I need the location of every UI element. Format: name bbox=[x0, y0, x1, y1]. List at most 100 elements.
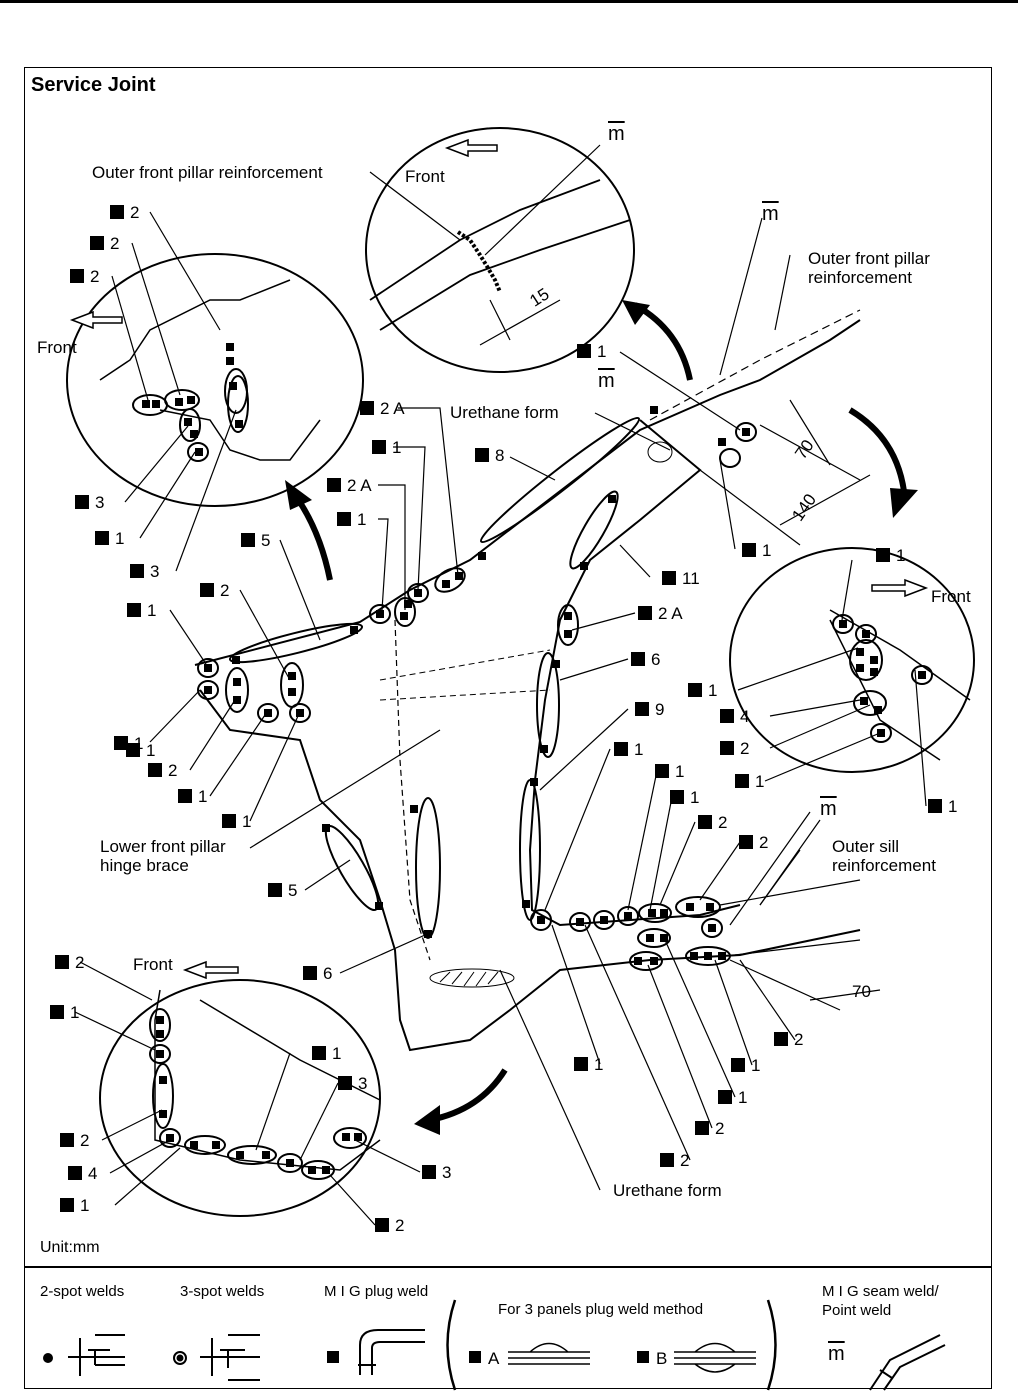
weld-callout-text: 1 bbox=[357, 510, 367, 529]
mig-plug-square-icon bbox=[635, 702, 649, 716]
diagram-title: Service Joint bbox=[31, 74, 156, 96]
weld-callout-text: 1 bbox=[147, 601, 157, 620]
legend-3spot-label: 3-spot welds bbox=[180, 1283, 265, 1300]
seam-symbol-mid: m bbox=[598, 370, 615, 392]
weld-callout-text: 1 bbox=[675, 762, 685, 781]
weld-callout: 1 bbox=[127, 602, 156, 619]
weld-callout: 1 bbox=[337, 511, 366, 528]
mig-plug-square-icon bbox=[303, 966, 317, 980]
weld-callout-text: 2 A bbox=[347, 476, 372, 495]
label-lower-front-pillar-1: Lower front pillar bbox=[100, 837, 226, 856]
mig-plug-square-icon bbox=[718, 1090, 732, 1104]
legend-a-icon bbox=[508, 1342, 590, 1365]
seam-symbol-upper: m bbox=[762, 203, 779, 225]
front-arrow-top bbox=[444, 138, 498, 158]
weld-callout-text: 1 bbox=[70, 1003, 80, 1022]
weld-callout: 2 bbox=[698, 814, 727, 831]
weld-callout: 2 bbox=[90, 235, 119, 252]
weld-callout: 2 A bbox=[327, 477, 372, 494]
mig-plug-square-icon bbox=[95, 531, 109, 545]
weld-callout-text: 4 bbox=[740, 707, 750, 726]
weld-callout: 9 bbox=[635, 701, 664, 718]
label-urethane-form-bottom: Urethane form bbox=[613, 1181, 722, 1200]
label-front-right: Front bbox=[931, 587, 971, 606]
mig-plug-square-icon bbox=[876, 548, 890, 562]
mig-plug-square-icon bbox=[338, 1076, 352, 1090]
mig-plug-square-icon bbox=[372, 440, 386, 454]
legend-b-label: B bbox=[656, 1349, 668, 1368]
weld-callout: 2 bbox=[739, 834, 768, 851]
roof-dash bbox=[649, 309, 861, 421]
weld-callout: 2 bbox=[375, 1217, 404, 1234]
weld-callout-text: 1 bbox=[146, 741, 156, 760]
legend-mig-plug-label: M I G plug weld bbox=[324, 1283, 429, 1300]
weld-callout-text: 2 bbox=[715, 1119, 725, 1138]
weld-callout: 2 bbox=[60, 1132, 89, 1149]
weld-callout-text: 2 bbox=[718, 813, 728, 832]
weld-callout: 2 bbox=[720, 740, 749, 757]
weld-callout-text: 1 bbox=[751, 1056, 761, 1075]
label-outer-front-pillar-reinf-left: Outer front pillar reinforcement bbox=[92, 163, 323, 182]
weld-callout: 1 bbox=[114, 735, 143, 752]
weld-callout: 1 bbox=[928, 798, 957, 815]
mig-plug-square-icon bbox=[614, 742, 628, 756]
weld-callout-text: 1 bbox=[755, 772, 765, 791]
mig-plug-square-icon bbox=[70, 269, 84, 283]
mig-plug-square-icon bbox=[312, 1046, 326, 1060]
legend-a-label: A bbox=[488, 1349, 500, 1368]
weld-callout-text: 6 bbox=[323, 964, 333, 983]
weld-callout-text: 9 bbox=[655, 700, 665, 719]
legend-b-icon bbox=[674, 1342, 756, 1373]
weld-callout-text: 1 bbox=[896, 546, 906, 565]
weld-callout-text: 3 bbox=[442, 1163, 452, 1182]
mig-plug-square-icon bbox=[655, 764, 669, 778]
mig-plug-square-icon bbox=[695, 1121, 709, 1135]
mig-plug-square-icon bbox=[360, 401, 374, 415]
mig-plug-square-icon bbox=[720, 741, 734, 755]
mig-plug-square-icon bbox=[660, 1153, 674, 1167]
weld-callout: 1 bbox=[574, 1056, 603, 1073]
weld-callout: 6 bbox=[303, 965, 332, 982]
front-arrow-bottom bbox=[182, 960, 239, 980]
weld-callout: 8 bbox=[475, 447, 504, 464]
mig-plug-square-icon bbox=[928, 799, 942, 813]
mig-plug-square-icon bbox=[75, 495, 89, 509]
weld-callout-text: 2 bbox=[90, 267, 100, 286]
weld-callout: 2 A bbox=[638, 605, 683, 622]
detail-circle-left bbox=[66, 253, 364, 507]
mig-plug-square-icon bbox=[127, 603, 141, 617]
mig-plug-square-icon bbox=[735, 774, 749, 788]
mig-plug-square-icon bbox=[670, 790, 684, 804]
weld-callout-text: 11 bbox=[682, 569, 700, 588]
weld-callout-text: 1 bbox=[708, 681, 718, 700]
weld-callout-text: 2 bbox=[220, 581, 230, 600]
legend-mig-seam-icon bbox=[869, 1334, 946, 1391]
mig-plug-square-icon bbox=[241, 533, 255, 547]
weld-squares bbox=[142, 343, 926, 1174]
label-outer-sill-2: reinforcement bbox=[832, 856, 936, 875]
weld-callout: 1 bbox=[731, 1057, 760, 1074]
mig-plug-square-icon bbox=[200, 583, 214, 597]
weld-callout-text: 2 bbox=[168, 761, 178, 780]
label-urethane-form-top: Urethane form bbox=[450, 403, 559, 422]
weld-callout-text: 1 bbox=[134, 734, 144, 753]
mig-plug-square-icon bbox=[178, 789, 192, 803]
weld-callout-text: 2 bbox=[680, 1151, 690, 1170]
mig-plug-square-icon bbox=[130, 564, 144, 578]
weld-callout: 2 bbox=[55, 954, 84, 971]
label-outer-sill-1: Outer sill bbox=[832, 837, 900, 856]
mig-plug-square-icon bbox=[50, 1005, 64, 1019]
weld-callout-text: 1 bbox=[597, 342, 607, 361]
label-lower-front-pillar-2: hinge brace bbox=[100, 856, 189, 875]
weld-callout: 11 bbox=[662, 570, 700, 587]
seam-symbol-top: m bbox=[608, 123, 625, 145]
weld-callout-text: 2 bbox=[740, 739, 750, 758]
weld-callout-text: 3 bbox=[358, 1074, 368, 1093]
unit-note: Unit:mm bbox=[40, 1239, 100, 1256]
weld-callout: 1 bbox=[742, 542, 771, 559]
label-front-top: Front bbox=[405, 167, 445, 186]
mig-plug-square-icon bbox=[268, 883, 282, 897]
dim-70-bottom: 70 bbox=[852, 982, 871, 1001]
weld-callout: 2 bbox=[695, 1120, 724, 1137]
